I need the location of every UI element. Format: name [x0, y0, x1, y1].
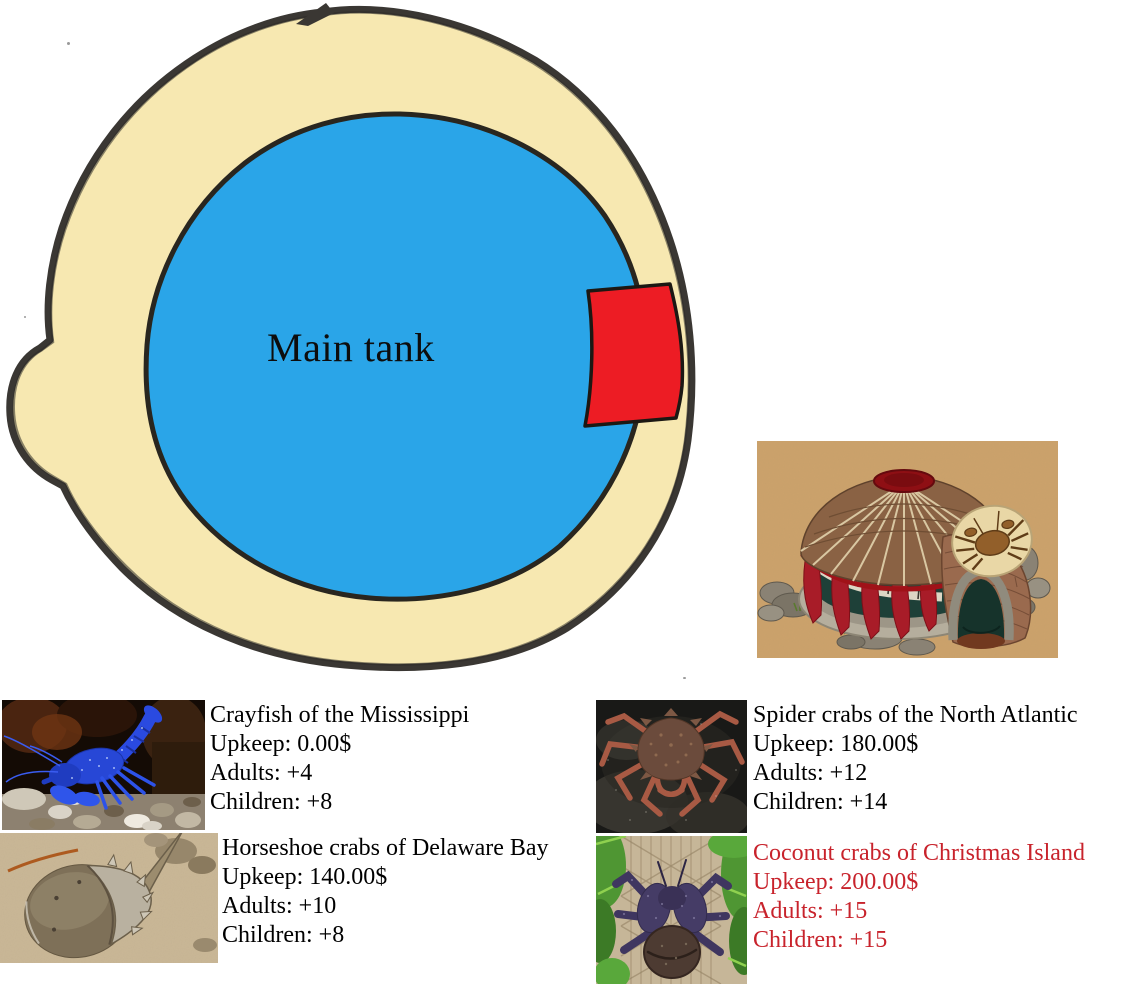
species-adults: Adults: +10 — [222, 893, 337, 919]
species-info: Crayfish of the Mississippi Upkeep: 0.00… — [210, 701, 469, 817]
species-children: Children: +14 — [753, 789, 888, 815]
species-adults: Adults: +12 — [753, 760, 868, 786]
pen-spike — [296, 3, 334, 26]
species-upkeep: Upkeep: 140.00$ — [222, 864, 388, 890]
species-upkeep: Upkeep: 200.00$ — [753, 869, 919, 895]
species-children: Children: +8 — [210, 789, 333, 815]
species-upkeep: Upkeep: 0.00$ — [210, 731, 352, 757]
tank-red-section — [583, 282, 685, 428]
species-adults: Adults: +4 — [210, 760, 313, 786]
speck — [67, 42, 70, 45]
entrance-floor — [957, 633, 1005, 649]
species-children: Children: +15 — [753, 927, 888, 953]
horseshoe-crab-photo — [0, 833, 218, 963]
spider-crab-photo — [596, 700, 747, 833]
species-info: Spider crabs of the North Atlantic Upkee… — [753, 701, 1078, 817]
species-children: Children: +8 — [222, 922, 345, 948]
horseshoe-crab — [24, 833, 185, 959]
species-card-coconut[interactable]: Coconut crabs of Christmas Island Upkeep… — [596, 836, 1146, 984]
species-name: Spider crabs of the North Atlantic — [753, 702, 1078, 728]
species-name: Horseshoe crabs of Delaware Bay — [222, 835, 549, 861]
species-info: Coconut crabs of Christmas Island Upkeep… — [753, 839, 1085, 955]
crab-house-building — [757, 441, 1058, 658]
palm-foliage — [596, 836, 747, 984]
species-card-horseshoe[interactable]: Horseshoe crabs of Delaware Bay Upkeep: … — [0, 833, 590, 963]
main-tank-label: Main tank — [267, 325, 435, 370]
blue-crayfish — [3, 705, 163, 810]
main-tank-drawing — [6, 3, 696, 672]
spider-crab — [599, 708, 745, 817]
species-card-spider[interactable]: Spider crabs of the North Atlantic Upkee… — [596, 700, 1146, 833]
coconut-crab — [612, 859, 732, 979]
red-drapes — [803, 560, 938, 640]
species-adults: Adults: +15 — [753, 898, 868, 924]
crayfish-photo — [2, 700, 205, 830]
speck — [683, 677, 686, 679]
gravel — [2, 788, 201, 830]
species-upkeep: Upkeep: 180.00$ — [753, 731, 919, 757]
tank-water — [143, 111, 648, 602]
species-card-crayfish[interactable]: Crayfish of the Mississippi Upkeep: 0.00… — [2, 700, 562, 830]
crab-icon — [954, 510, 1029, 571]
speck — [24, 316, 26, 318]
species-info: Horseshoe crabs of Delaware Bay Upkeep: … — [222, 834, 549, 950]
species-name: Coconut crabs of Christmas Island — [753, 840, 1085, 866]
coconut-crab-photo — [596, 836, 747, 984]
species-name: Crayfish of the Mississippi — [210, 702, 470, 728]
crab-sign — [951, 504, 1033, 578]
entrance-opening — [957, 579, 1005, 640]
